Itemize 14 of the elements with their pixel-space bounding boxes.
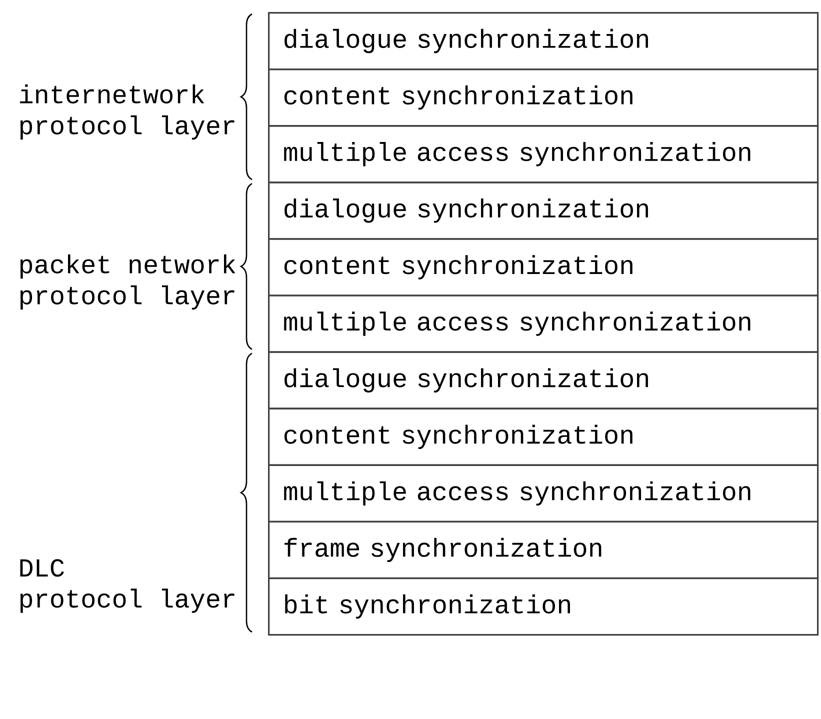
layer-row-box: bit synchronization [268,578,819,636]
layer-row-box: multiple access synchronization [268,294,819,353]
layer-row-box: content synchronization [268,408,819,466]
layer-label: DLC protocol layer [20,559,234,613]
layer-row-box: content synchronization [268,238,819,296]
layer-label: internetwork protocol layer [20,84,234,140]
layer-row-box: content synchronization [268,68,819,127]
layer-row-box: multiple access synchronization [268,125,819,184]
layer-row-box: dialogue synchronization [268,12,819,70]
layer-row-box: multiple access synchronization [268,464,819,522]
layer-row-box: dialogue synchronization [268,351,819,410]
layer-row-box: dialogue synchronization [268,182,819,240]
layer-label: packet network protocol layer [20,254,236,310]
layer-row-box: frame synchronization [268,520,819,579]
